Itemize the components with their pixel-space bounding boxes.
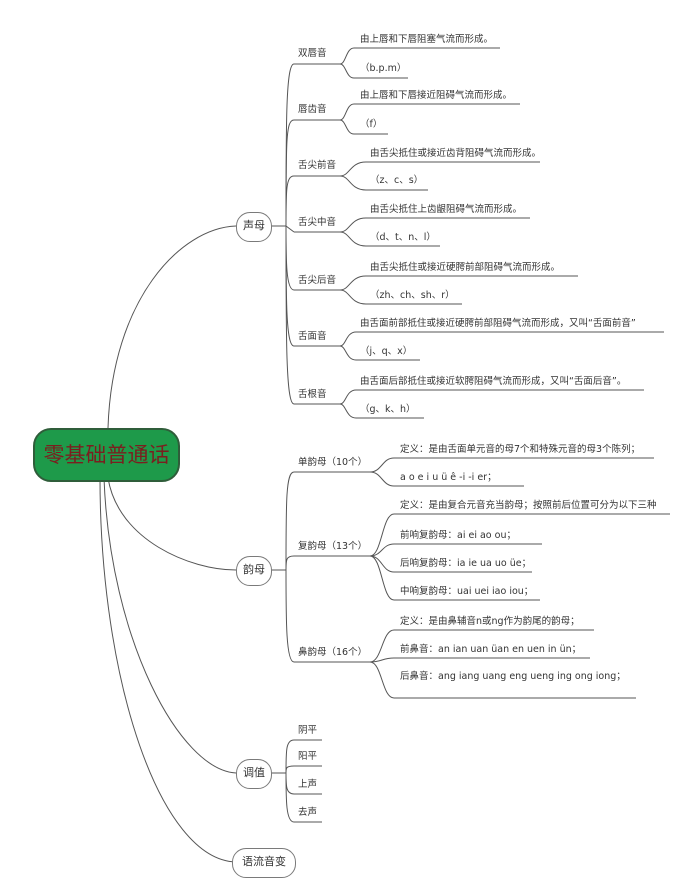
yunmu-item: 定义：是由鼻辅音n或ng作为韵尾的韵母；	[400, 616, 580, 627]
shengmu-label[interactable]: 舌尖后音	[298, 275, 337, 286]
root-topic[interactable]: 零基础普通话	[33, 428, 180, 482]
link-root-tiaozhi	[103, 477, 237, 774]
shengmu-examples: （j、q、x）	[360, 346, 413, 357]
shengmu-label[interactable]: 舌尖中音	[298, 217, 337, 228]
branch-yuliu[interactable]: 语流音变	[232, 848, 296, 878]
link-root-yunmu	[107, 477, 237, 571]
shengmu-desc: 由舌尖抵住上齿龈阻碍气流而形成。	[370, 204, 523, 215]
tone-label[interactable]: 阳平	[298, 751, 318, 762]
link-root-yuliu	[99, 477, 237, 863]
shengmu-desc: 由舌面前部抵住或接近硬腭前部阻碍气流而形成，又叫“舌面前音”	[360, 318, 636, 329]
tone-label[interactable]: 去声	[298, 807, 318, 818]
yunmu-links	[270, 457, 670, 699]
shengmu-examples: （f）	[360, 119, 383, 130]
shengmu-desc: 由舌尖抵住或接近硬腭前部阻碍气流而形成。	[370, 262, 561, 273]
shengmu-label[interactable]: 舌面音	[298, 331, 327, 342]
shengmu-desc: 由舌尖抵住或接近齿背阻碍气流而形成。	[370, 148, 542, 159]
yunmu-item: 后响复韵母：ia ie ua uo üe；	[400, 558, 532, 569]
yunmu-group-label[interactable]: 复韵母（13个）	[298, 541, 368, 552]
yunmu-item: 后鼻音：ang iang uang eng ueng ing ong iong；	[400, 671, 626, 682]
shengmu-examples: （z、c、s）	[370, 175, 424, 186]
yunmu-group-label[interactable]: 鼻韵母（16个）	[298, 647, 368, 658]
link-root-shengmu	[107, 225, 237, 429]
shengmu-desc: 由上唇和下唇接近阻碍气流而形成。	[360, 90, 513, 101]
shengmu-examples: （b.p.m）	[360, 63, 407, 74]
yunmu-group-label[interactable]: 单韵母（10个）	[298, 457, 368, 468]
shengmu-examples: （d、t、n、l）	[370, 232, 436, 243]
shengmu-label[interactable]: 双唇音	[298, 48, 327, 59]
shengmu-label[interactable]: 唇齿音	[298, 104, 327, 115]
shengmu-desc: 由舌面后部抵住或接近软腭阻碍气流而形成，又叫“舌面后音”。	[360, 376, 627, 387]
yunmu-item: 定义：是由复合元音充当韵母；按照前后位置可分为以下三种	[400, 500, 657, 511]
yunmu-item: 定义：是由舌面单元音的母7个和特殊元音的母3个陈列；	[400, 444, 641, 455]
tone-label[interactable]: 阴平	[298, 725, 318, 736]
branch-yunmu[interactable]: 韵母	[236, 556, 272, 586]
tiaozhi-links	[270, 739, 322, 823]
yunmu-item: 前响复韵母：ai ei ao ou；	[400, 530, 516, 541]
yunmu-item: a o e i u ü ê -i -i er；	[400, 472, 497, 483]
branch-shengmu[interactable]: 声母	[236, 212, 272, 242]
shengmu-label[interactable]: 舌尖前音	[298, 160, 337, 171]
shengmu-links	[270, 47, 664, 419]
shengmu-examples: （zh、ch、sh、r）	[370, 290, 455, 301]
shengmu-label[interactable]: 舌根音	[298, 389, 327, 400]
yunmu-item: 中响复韵母：uai uei iao iou；	[400, 586, 534, 597]
shengmu-examples: （g、k、h）	[360, 404, 416, 415]
yunmu-item: 前鼻音：an ian uan üan en uen in ün；	[400, 644, 582, 655]
branch-tiaozhi[interactable]: 调值	[236, 759, 272, 789]
shengmu-desc: 由上唇和下唇阻塞气流而形成。	[360, 34, 494, 45]
tone-label[interactable]: 上声	[298, 779, 318, 790]
